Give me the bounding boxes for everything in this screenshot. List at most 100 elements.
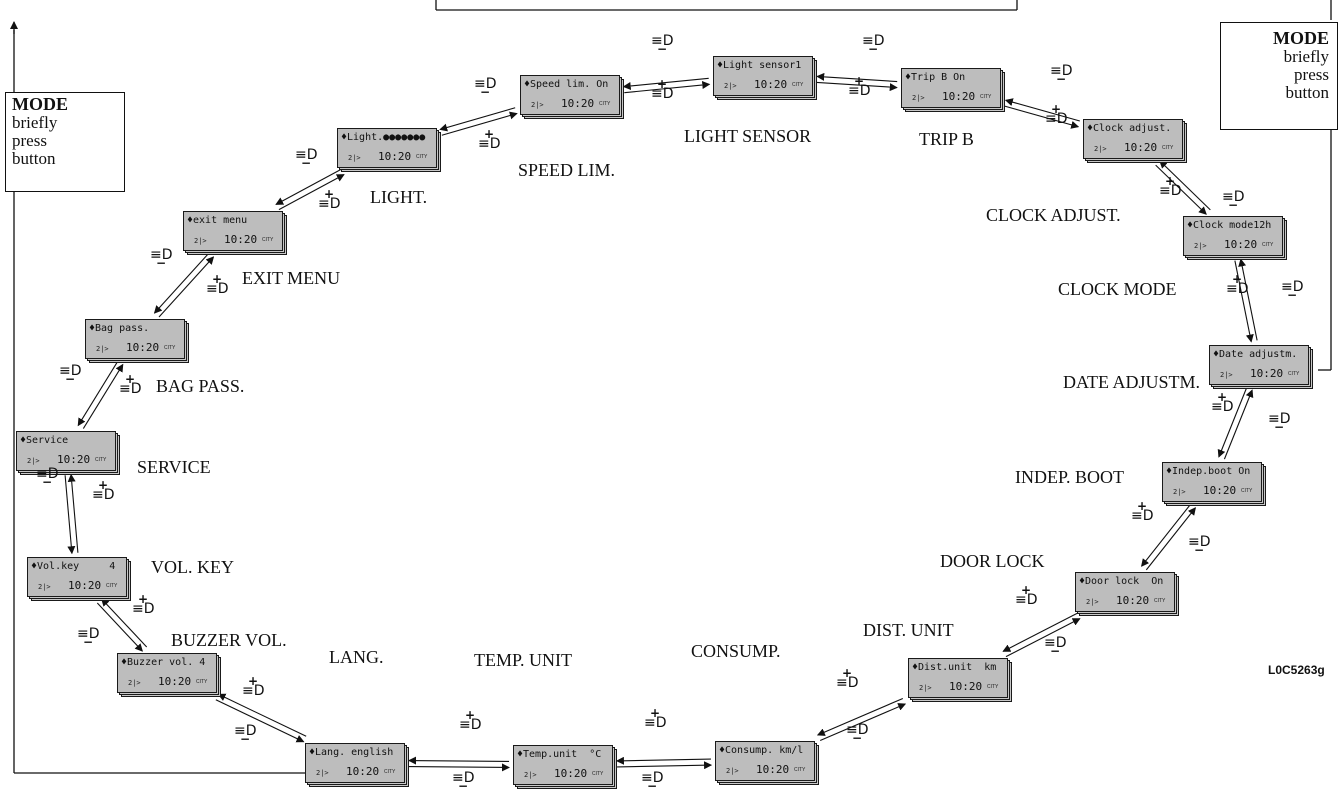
connector-forward [1004,105,1080,129]
mode-right-line-1: briefly [1283,47,1329,66]
connector-forward [278,174,345,211]
headlight-icon: ≡D [1159,183,1182,199]
lcd-line-1: ♦Bag pass. [89,323,150,334]
lcd-unit-label: CITY [1288,371,1300,377]
lcd-time: 10:20 [346,765,380,778]
plus-button-icon: ≡D+ [1159,174,1182,199]
lcd-unit-label: CITY [792,82,804,88]
minus-button-icon: ≡D− [1188,535,1211,557]
lcd-line-1: ♦Lang. english [309,747,394,758]
minus-sign: − [156,256,167,270]
connector-backward [816,72,898,83]
minus-button-icon: ≡D− [1268,412,1291,434]
minus-sign: − [458,779,469,793]
plus-button-icon: ≡D+ [318,187,341,212]
plus-sign: + [484,127,495,141]
lcd-line-1: ♦Trip B On [905,72,966,83]
connector-forward [82,363,124,429]
caption-lang: LANG. [329,647,384,667]
caption-dist-unit: DIST. UNIT [863,620,954,640]
plus-sign: + [324,187,335,201]
lcd-time: 10:20 [561,97,595,110]
headlight-icon: ≡D [318,196,341,212]
headlight-icon: ≡D [1015,592,1038,608]
connector-backward [215,699,305,743]
lcd-line-1: ♦Clock mode12h [1187,220,1272,231]
lcd-odometer-symbol: 2|> [1086,598,1099,606]
connector-forward [1141,503,1192,567]
caption-consump: CONSUMP. [691,641,781,661]
caption-clock-adjust: CLOCK ADJUST. [986,205,1121,225]
plus-button-icon: ≡D+ [132,592,155,617]
connector-backward [819,703,907,742]
lcd-unit-label: CITY [164,345,176,351]
lcd-line-1: ♦Consump. km/l [719,745,804,756]
connector-backward [439,107,516,132]
plus-button-icon: ≡D+ [651,77,674,101]
mode-box-left: MODE briefly press button [5,92,125,192]
plus-sign: + [1232,272,1243,286]
plus-sign: + [1021,583,1032,597]
minus-sign: − [868,42,879,56]
lcd-unit-label: CITY [1162,145,1174,151]
caption-light-sensor: LIGHT SENSOR [684,126,812,146]
mode-left-title: MODE [12,94,68,114]
minus-sign: − [1274,420,1285,434]
plus-button-icon: ≡D+ [92,478,115,502]
headlight-icon: ≡D [846,722,869,738]
headlight-icon: ≡D [1211,399,1234,415]
lcd-odometer-symbol: 2|> [1173,488,1186,496]
mode-right-line-3: button [1285,83,1329,102]
lcd-time: 10:20 [224,233,258,246]
lcd-unit-label: CITY [1154,598,1166,604]
headlight-icon: ≡D [641,770,664,786]
minus-button-icon: ≡D− [295,148,318,170]
plus-sign: + [465,708,476,722]
lcd-time: 10:20 [378,150,412,163]
lcd-line-1: ♦Door lock On [1079,576,1164,587]
lcd-odometer-symbol: 2|> [919,684,932,692]
headlight-icon: ≡D [234,723,257,739]
lcd-unit-label: CITY [262,237,274,243]
lcd-odometer-symbol: 2|> [27,457,40,465]
connector-backward [617,761,713,770]
lcd-unit-label: CITY [794,767,806,773]
minus-button-icon: ≡D− [1050,64,1073,86]
plus-button-icon: ≡D+ [836,666,859,690]
lcd-odometer-symbol: 2|> [1194,242,1207,250]
lcd-line-1: ♦Service [20,435,69,446]
minus-sign: − [1287,288,1298,302]
headlight-icon: ≡D [59,363,82,379]
headlight-icon: ≡D [132,601,155,617]
minus-sign: − [301,156,312,170]
headlight-icon: ≡D [459,717,482,733]
minus-sign: − [647,779,658,793]
lcd-time: 10:20 [754,78,788,91]
lcd-unit-label: CITY [196,679,208,685]
minus-button-icon: ≡D− [59,363,82,386]
lcd-unit-label: CITY [384,769,396,775]
caption-door-lock: DOOR LOCK [940,551,1045,571]
connector-forward [441,111,518,136]
lcd-line-1: ♦exit menu [187,215,248,226]
headlight-icon: ≡D [848,83,871,99]
minus-sign: − [42,475,53,489]
lcd-time: 10:20 [68,579,102,592]
connector-backward [408,763,510,772]
connector-forward [816,697,904,736]
plus-sign: + [1051,102,1062,116]
